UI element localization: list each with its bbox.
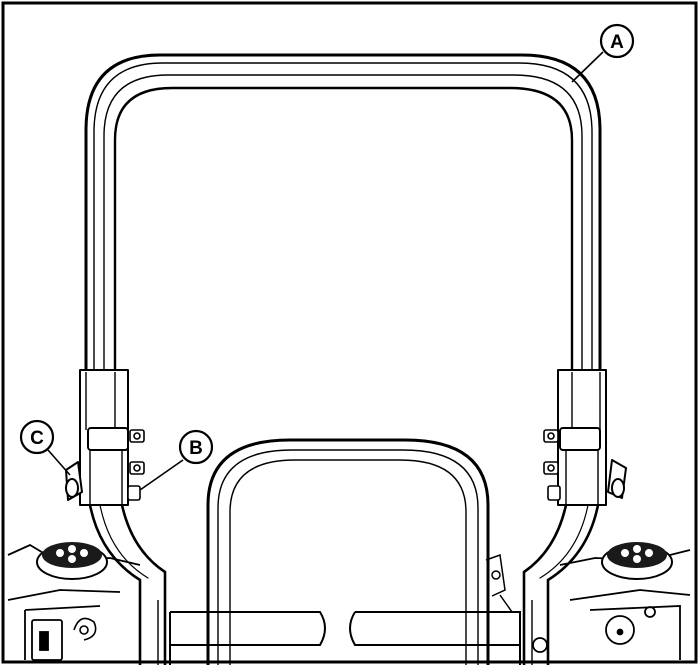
left-bolts [127, 429, 145, 501]
callout-leaders [47, 51, 604, 491]
right-bolts [543, 429, 561, 501]
left-hose-clip [73, 617, 97, 641]
right-lower-tube [522, 503, 600, 665]
left-lower-tube [88, 503, 167, 665]
leader-b [139, 459, 184, 491]
left-pivot-bracket [65, 369, 129, 506]
leader-a [571, 51, 604, 83]
right-pivot-bracket [557, 369, 627, 506]
control-linkage [485, 553, 513, 613]
seat-back [206, 438, 490, 665]
callout-b: B [178, 429, 214, 465]
fuel-cap-knob-left [36, 542, 108, 580]
callout-b-label: B [189, 438, 203, 459]
callout-a-label: A [610, 32, 624, 53]
callout-c-label: C [30, 428, 44, 449]
callout-c: C [19, 419, 55, 455]
fuel-cap-knob-right [601, 542, 673, 580]
leader-c [47, 449, 71, 476]
seat-frame [157, 600, 533, 665]
callout-a: A [599, 23, 635, 59]
rollover-protection-bar [84, 53, 602, 372]
